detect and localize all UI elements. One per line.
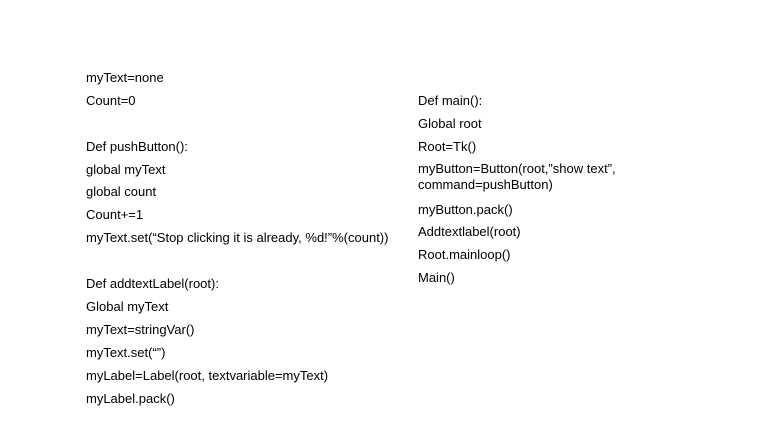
code-line: myText=stringVar() xyxy=(86,322,195,337)
code-line: Addtextlabel(root) xyxy=(418,224,521,239)
code-line: Global root xyxy=(418,116,482,131)
code-line: Count+=1 xyxy=(86,207,144,222)
code-line: Def addtextLabel(root): xyxy=(86,276,219,291)
code-line: global count xyxy=(86,184,157,199)
code-line: myText=none xyxy=(86,70,164,85)
code-line: Global myText xyxy=(86,299,169,314)
code-line: Root.mainloop() xyxy=(418,247,511,262)
code-line: myButton=Button(root,”show text”, comman… xyxy=(418,161,616,192)
code-line: myText.set(“Stop clicking it is already,… xyxy=(86,230,389,245)
code-line: Def main(): xyxy=(418,93,483,108)
code-line: myButton.pack() xyxy=(418,202,513,217)
code-line: global myText xyxy=(86,162,166,177)
code-line: Count=0 xyxy=(86,93,136,108)
code-line: Def pushButton(): xyxy=(86,139,188,154)
code-line: myLabel=Label(root, textvariable=myText) xyxy=(86,368,329,383)
code-line: myLabel.pack() xyxy=(86,391,175,406)
code-line: Root=Tk() xyxy=(418,139,477,154)
code-line: myText.set(“”) xyxy=(86,345,166,360)
code-line: Main() xyxy=(418,270,455,285)
